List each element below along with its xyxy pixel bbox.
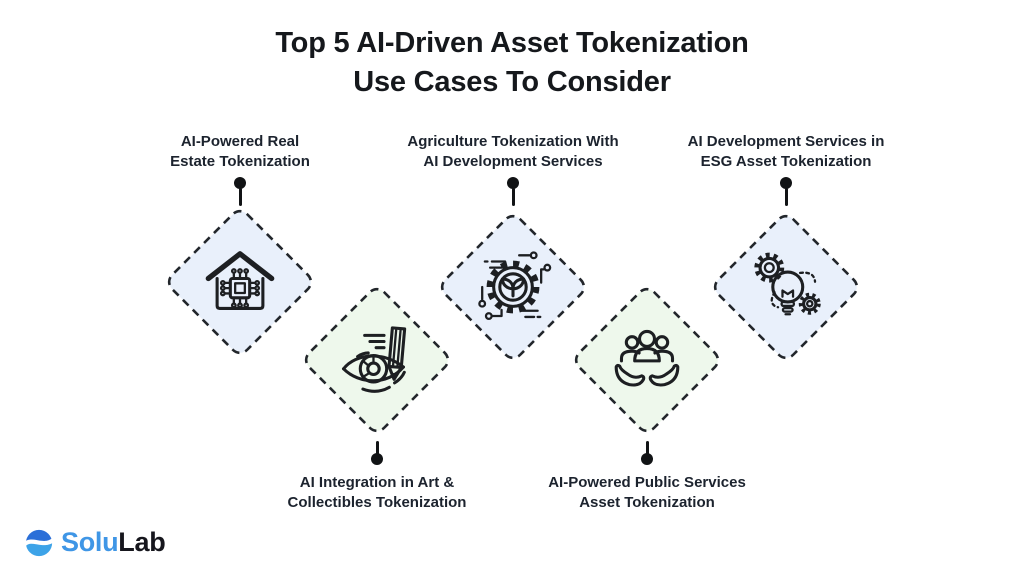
solulab-logo-text: SoluLab <box>61 527 166 558</box>
connector-dot <box>371 453 383 465</box>
connector-dot <box>641 453 653 465</box>
gear-sprout-icon <box>469 243 557 331</box>
diamond-esg <box>713 214 859 360</box>
eye-pencil-icon <box>333 316 421 404</box>
page-title: Top 5 AI-Driven Asset Tokenization Use C… <box>275 27 749 98</box>
label-public-services-tokenization: AI-Powered Public Services Asset Tokeniz… <box>548 474 746 511</box>
label-esg-tokenization: AI Development Services in ESG Asset Tok… <box>687 133 885 170</box>
label-real-estate-tokenization: AI-Powered Real Estate Tokenization <box>170 133 310 170</box>
solulab-logo: SoluLab <box>24 527 166 558</box>
label-art-collectibles-tokenization: AI Integration in Art & Collectibles Tok… <box>287 474 467 511</box>
lightbulb-gears-icon <box>742 243 830 331</box>
smart-home-chip-icon <box>196 238 284 326</box>
connector-stem <box>784 188 788 206</box>
solulab-logo-icon <box>24 528 54 558</box>
diamond-real-estate <box>167 209 313 355</box>
people-in-hands-icon <box>603 316 691 404</box>
connector-dot <box>234 177 246 189</box>
connector-stem <box>375 441 379 456</box>
connector-dot <box>780 177 792 189</box>
label-agriculture-tokenization: Agriculture Tokenization With AI Develop… <box>407 133 619 170</box>
connector-stem <box>645 441 649 456</box>
logo-text-lab: Lab <box>118 527 166 557</box>
connector-stem <box>511 188 515 206</box>
connector-dot <box>507 177 519 189</box>
logo-text-solu: Solu <box>61 527 119 557</box>
connector-stem <box>238 188 242 206</box>
diamond-art-collectibles <box>304 287 450 433</box>
